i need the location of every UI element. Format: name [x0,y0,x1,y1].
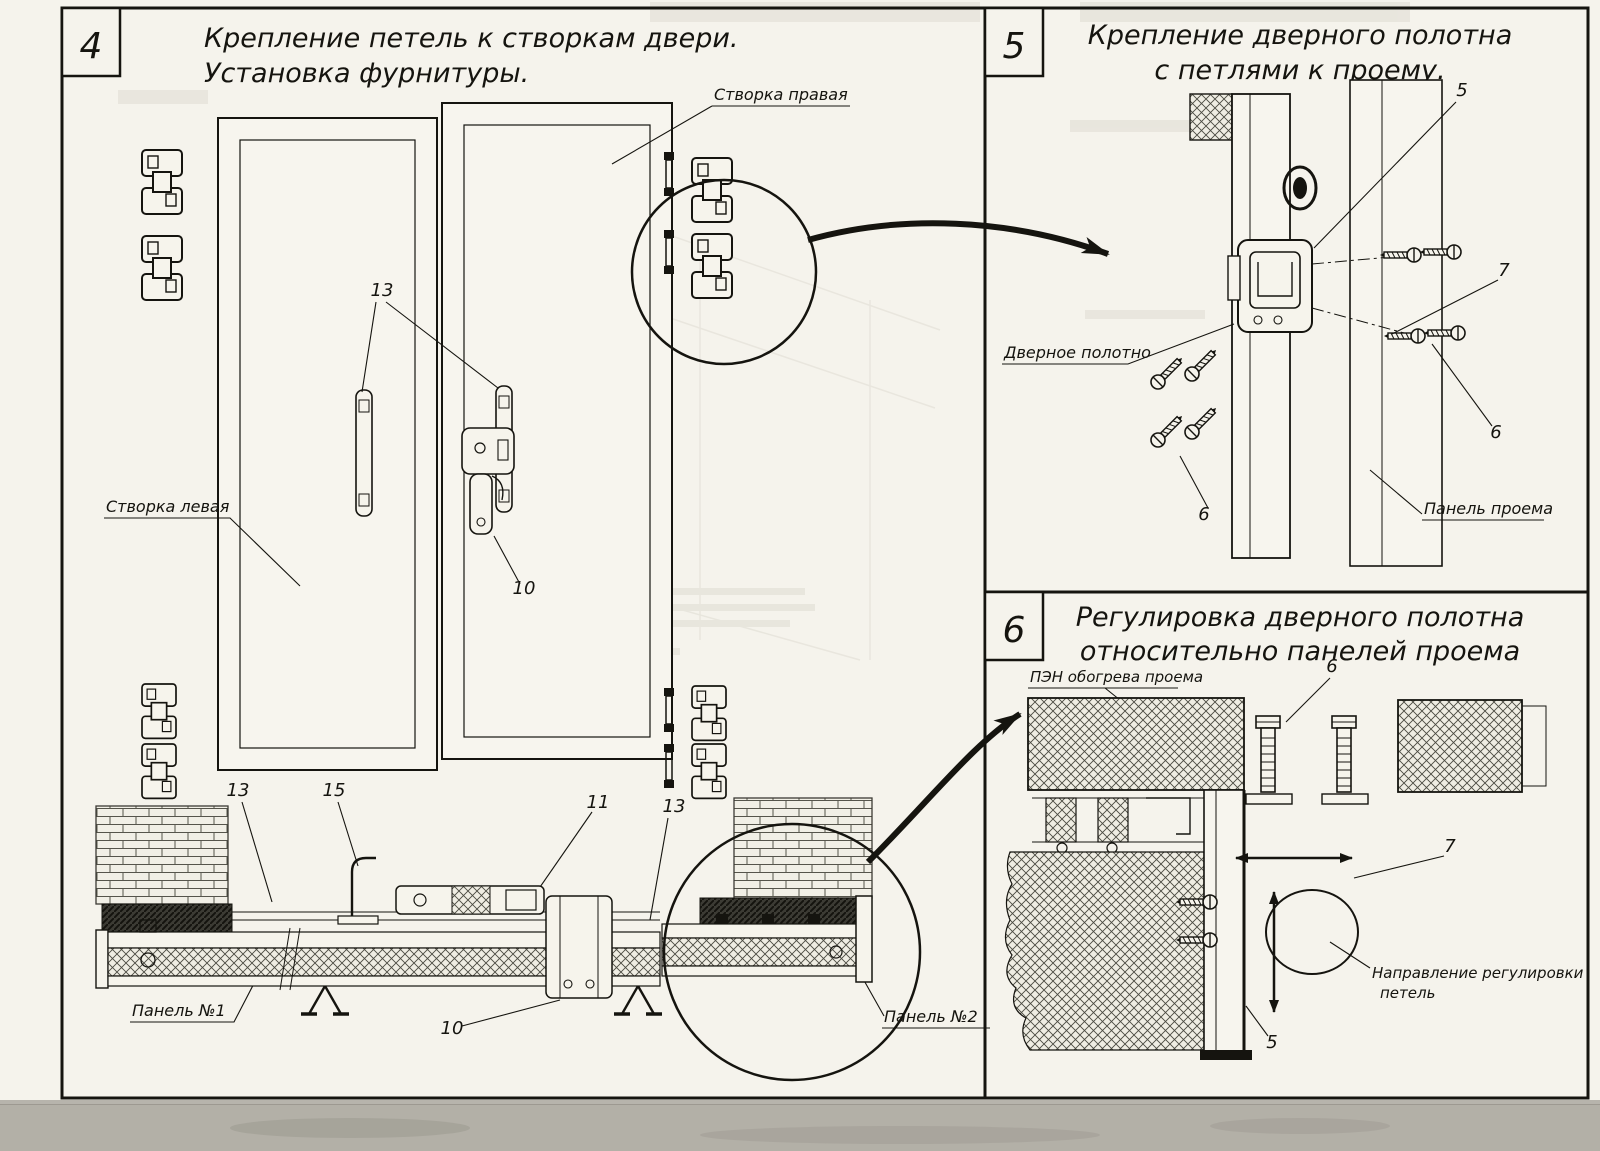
hinge-adjust-zone [1265,889,1359,975]
hook-item15 [350,856,376,916]
panel5-title-line1: Крепление дверного полотна [1088,20,1513,51]
callout-7: 7 [1444,836,1456,857]
arrow-to-panel6 [865,711,1022,865]
label-leaf-left: Створка левая [106,497,230,516]
panel5-number: 5 [1003,26,1026,67]
callout-13-b1: 13 [227,780,250,801]
panel4-title-line1: Крепление петель к створкам двери. [204,23,739,54]
callout-15: 15 [323,780,346,801]
callout-7: 7 [1498,260,1510,281]
door-edge-band [1200,789,1252,1060]
bottom-section-right [661,797,873,983]
hinge-icon [141,235,183,301]
wall-section [1004,851,1205,1051]
beam-right-end [1521,705,1547,787]
callout-10-bottom: 10 [441,1018,464,1039]
callout-5: 5 [1456,80,1467,101]
hinge-icon [691,685,727,742]
panel6-number: 6 [1003,610,1026,651]
arrow-to-panel5 [807,220,1110,257]
panel5-number-box [983,6,1045,78]
panel4-number: 4 [80,26,103,67]
hinge-icon [691,157,733,223]
handle-hole [1282,165,1318,211]
panel6-title-line2: относительно панелей проема [1080,636,1520,667]
detail-callout-circle-hinge [630,178,818,366]
bolt-icon [1245,715,1369,805]
label-panel-no2: Панель №2 [884,1007,978,1026]
callout-5: 5 [1266,1032,1277,1053]
callout-13-b2: 13 [663,796,686,817]
hinge-detail [1227,239,1313,333]
latch-bottom-view [545,895,613,999]
panel4-title-line2: Установка фурнитуры. [204,58,529,89]
screw-icon [1147,344,1222,451]
panel-4: Крепление петель к створкам двери. Устан… [95,23,990,1082]
callout-10-mid: 10 [513,578,536,599]
hinge-plate-left [355,389,373,517]
panel6-title-line1: Регулировка дверного полотна [1076,602,1525,633]
hinge-icon [141,743,177,800]
label-opening-panel: Панель проема [1424,499,1553,518]
panel4-number-box [60,6,122,78]
callout-11: 11 [587,792,610,813]
panel-5: Крепление дверного полотна с петлями к п… [1002,20,1553,567]
hinge-icon [691,743,727,800]
latch-assembly [461,427,515,535]
heater-beam-right [1397,699,1523,793]
sheet-frame: 4 5 6 [60,6,1590,1100]
opening-panel-edge [1349,79,1443,567]
label-door-leaf: Дверное полотно [1003,343,1151,362]
label-leaf-right: Створка правая [714,85,848,104]
callout-6-right: 6 [1490,422,1501,443]
heater-beam-left [1027,697,1245,791]
bottom-section-left [95,805,664,1016]
fastening-band [1032,797,1240,854]
label-direction-line1: Направление регулировки [1372,964,1584,982]
callout-6: 6 [1326,656,1337,677]
panel-6: Регулировка дверного полотна относительн… [1004,602,1584,1060]
label-heater: ПЭН обогрева проема [1030,668,1203,686]
hinge-icon [141,149,183,215]
background-strip [0,1100,1600,1151]
caster-icon [299,984,351,1016]
callout-13-top: 13 [371,280,394,301]
hinge-icon [141,683,177,740]
panel6-number-box [983,590,1045,662]
caster-icon [612,984,664,1016]
label-direction-line2: петель [1380,984,1435,1002]
detail-callout-circle-section [662,822,922,1082]
callout-6-left: 6 [1198,504,1209,525]
hinge-icon [691,233,733,299]
label-panel-no1: Панель №1 [132,1001,226,1020]
leader-lines [1002,101,1544,521]
callout-arrows [807,220,1110,865]
door-leaf-left [217,117,438,771]
